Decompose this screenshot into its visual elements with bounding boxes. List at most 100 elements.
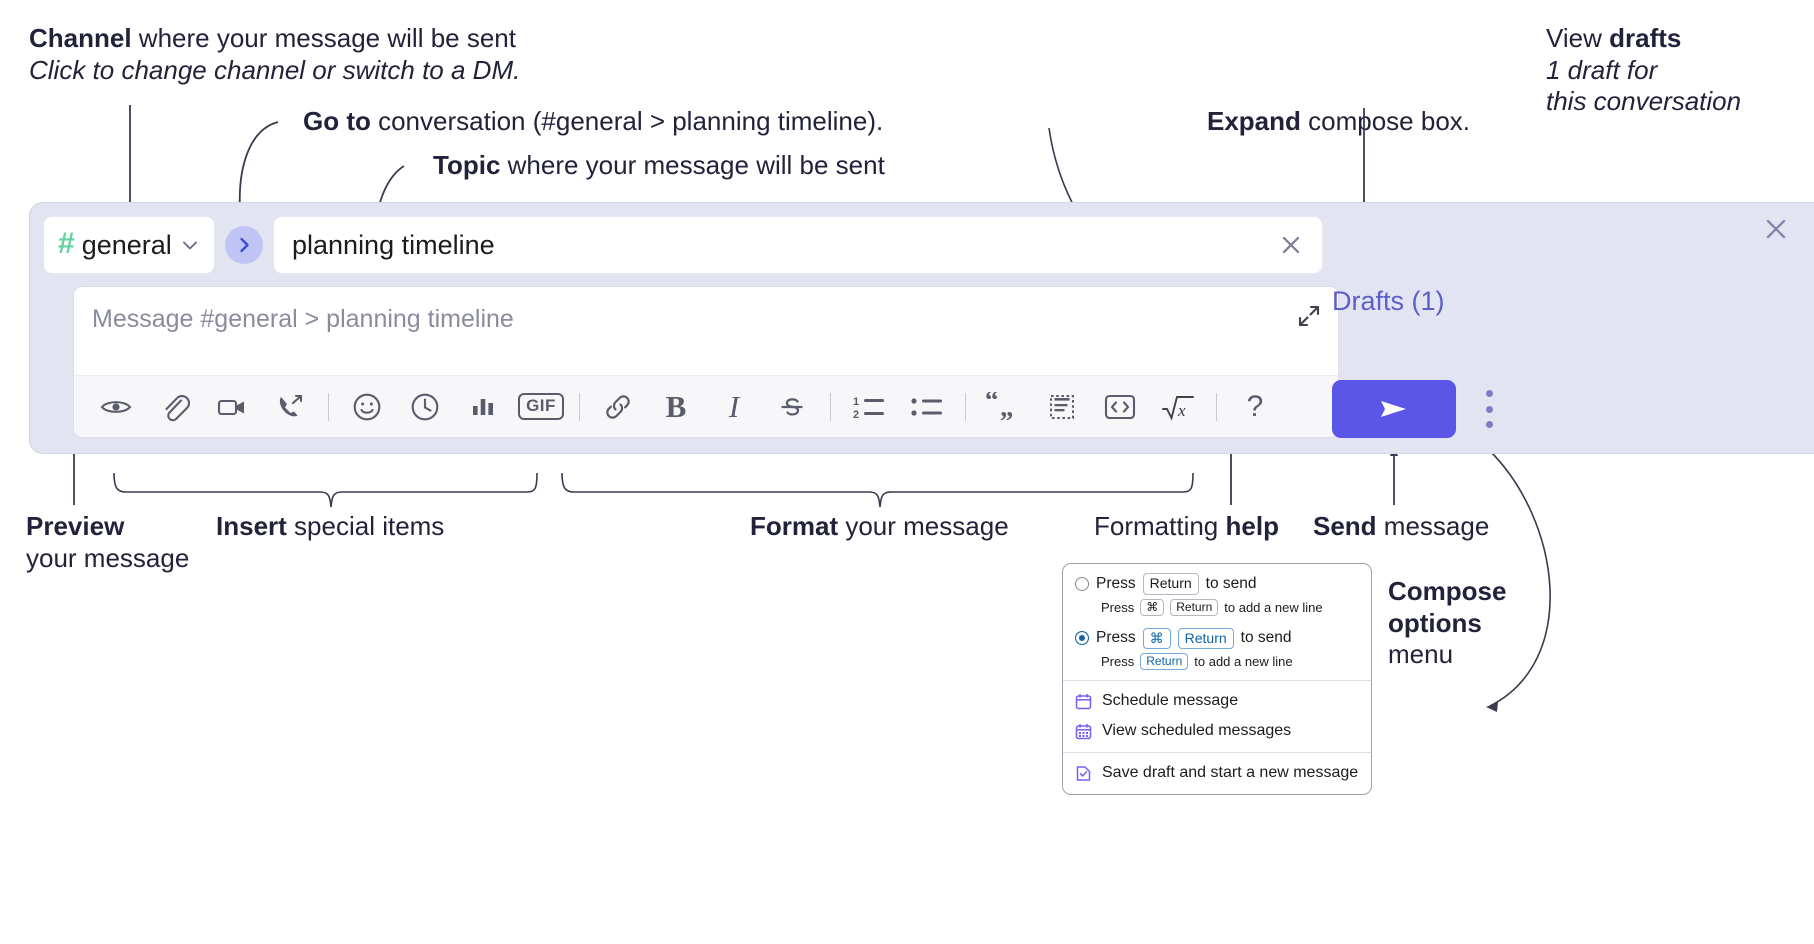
annotation-help: Formatting help — [1094, 511, 1279, 543]
annotation-send: Send message — [1313, 511, 1489, 543]
menu-item-view-scheduled[interactable]: View scheduled messages — [1063, 716, 1371, 746]
topic-input[interactable]: planning timeline — [273, 216, 1323, 274]
channel-selector[interactable]: # general — [43, 216, 215, 274]
math-icon[interactable]: x — [1149, 382, 1207, 432]
opt1sub-post: to add a new line — [1224, 599, 1323, 615]
video-icon[interactable] — [203, 382, 261, 432]
annotation-format-bold: Format — [750, 511, 839, 541]
annotation-goto-rest: conversation (#general > planning timeli… — [370, 106, 884, 136]
opt1-post: to send — [1205, 574, 1257, 592]
italic-icon[interactable]: I — [705, 382, 763, 432]
toolbar-divider — [965, 392, 966, 421]
opt2-pre: Press — [1096, 629, 1136, 647]
svg-text:1: 1 — [853, 396, 859, 408]
preview-icon[interactable] — [87, 382, 145, 432]
topic-value: planning timeline — [292, 229, 495, 260]
svg-text:„: „ — [1000, 392, 1014, 422]
annotation-format: Format your message — [750, 511, 1009, 543]
channel-name-label: general — [81, 229, 172, 260]
annotation-preview-bold: Preview — [26, 511, 125, 541]
toolbar-divider — [830, 392, 831, 421]
menu-item-save-draft[interactable]: Save draft and start a new message — [1063, 758, 1371, 788]
audio-call-icon[interactable] — [261, 382, 319, 432]
annotation-compose-options: Compose options menu — [1388, 576, 1506, 671]
toolbar-divider — [328, 392, 329, 421]
annotation-channel-bold: Channel — [29, 23, 132, 53]
gif-icon[interactable]: GIF — [512, 382, 570, 432]
opt1sub-key2: Return — [1170, 598, 1219, 616]
bold-icon[interactable]: B — [647, 382, 705, 432]
draft-menu-group: Save draft and start a new message — [1063, 753, 1371, 794]
annotation-topic: Topic where your message will be sent — [433, 150, 885, 182]
opt1-pre: Press — [1096, 574, 1136, 592]
annotation-expand-bold: Expand — [1207, 106, 1301, 136]
bulleted-list-icon[interactable] — [898, 382, 956, 432]
send-option-return-hint: Press ⌘ Return to add a new line — [1101, 598, 1359, 616]
message-compose-box[interactable]: Message #general > planning timeline — [73, 286, 1339, 438]
annotation-goto: Go to conversation (#general > planning … — [303, 106, 883, 138]
conversation-context-row: # general planning timeline — [43, 216, 1323, 274]
annotation-preview: Preview your message — [26, 511, 189, 574]
poll-icon[interactable] — [454, 382, 512, 432]
go-to-conversation-button[interactable] — [225, 226, 263, 264]
annotation-insert-rest: special items — [286, 511, 445, 541]
strikethrough-icon[interactable] — [763, 382, 821, 432]
annotation-drafts: View drafts 1 draft for this conversatio… — [1546, 23, 1741, 118]
ordered-list-icon[interactable]: 1 2 — [840, 382, 898, 432]
calendar-icon — [1075, 693, 1093, 710]
chevron-down-icon — [179, 234, 201, 256]
annotation-channel-sub: Click to change channel or switch to a D… — [29, 54, 521, 85]
kebab-dot — [1485, 405, 1493, 413]
radio-selected-icon[interactable] — [1075, 631, 1089, 646]
expand-compose-icon[interactable] — [1294, 301, 1324, 331]
menu-divider — [1063, 752, 1371, 753]
menu-item-schedule-message[interactable]: Schedule message — [1063, 686, 1371, 716]
svg-text:2: 2 — [853, 409, 859, 421]
toolbar-divider — [579, 392, 580, 421]
menu-divider — [1063, 680, 1371, 681]
clear-topic-icon[interactable] — [1276, 230, 1306, 260]
send-option-cmd-return[interactable]: Press ⌘ Return to send — [1075, 627, 1359, 649]
help-icon[interactable]: ? — [1226, 382, 1284, 432]
annotation-compose-options-rest: menu — [1388, 639, 1454, 670]
annotation-help-lead: Formatting — [1094, 511, 1226, 541]
code-block-icon[interactable] — [1033, 382, 1091, 432]
menu-item-label: Save draft and start a new message — [1102, 764, 1359, 781]
annotation-channel-rest: where your message will be sent — [131, 23, 516, 53]
send-option-return[interactable]: Press Return to send — [1075, 573, 1359, 595]
blockquote-icon[interactable]: “ „ — [975, 382, 1033, 432]
kebab-dot — [1485, 421, 1493, 428]
opt1sub-key1: ⌘ — [1140, 598, 1165, 616]
opt2-key1: ⌘ — [1142, 627, 1171, 649]
menu-item-label: View scheduled messages — [1102, 722, 1292, 739]
close-compose-icon[interactable] — [1761, 214, 1791, 244]
annotation-topic-rest: where your message will be sent — [500, 150, 885, 180]
help-label: ? — [1246, 389, 1264, 423]
clock-icon[interactable] — [396, 382, 454, 432]
annotation-send-rest: message — [1376, 511, 1490, 541]
opt1-key: Return — [1142, 573, 1199, 595]
svg-text:x: x — [1177, 401, 1186, 420]
drafts-link[interactable]: Drafts (1) — [1332, 286, 1445, 316]
code-icon[interactable] — [1091, 382, 1149, 432]
radio-unselected-icon[interactable] — [1075, 576, 1089, 591]
annotation-drafts-sub1: 1 draft for — [1546, 54, 1658, 85]
annotation-help-bold: help — [1225, 511, 1279, 541]
annotation-drafts-bold: drafts — [1609, 23, 1682, 53]
opt2sub-post: to add a new line — [1194, 654, 1293, 669]
opt2sub-pre: Press — [1101, 654, 1135, 669]
send-button[interactable] — [1332, 380, 1456, 438]
annotation-topic-bold: Topic — [433, 150, 501, 180]
annotation-compose-options-bold1: Compose — [1388, 576, 1507, 606]
emoji-icon[interactable] — [338, 382, 396, 432]
svg-text:“: “ — [985, 392, 999, 415]
save-draft-icon — [1075, 765, 1093, 782]
annotation-drafts-lead: View — [1546, 23, 1610, 53]
annotation-preview-sub: your message — [26, 542, 190, 573]
attachment-icon[interactable] — [145, 382, 203, 432]
compose-options-button[interactable] — [1479, 387, 1499, 431]
menu-item-label: Schedule message — [1102, 692, 1239, 709]
link-icon[interactable] — [589, 382, 647, 432]
